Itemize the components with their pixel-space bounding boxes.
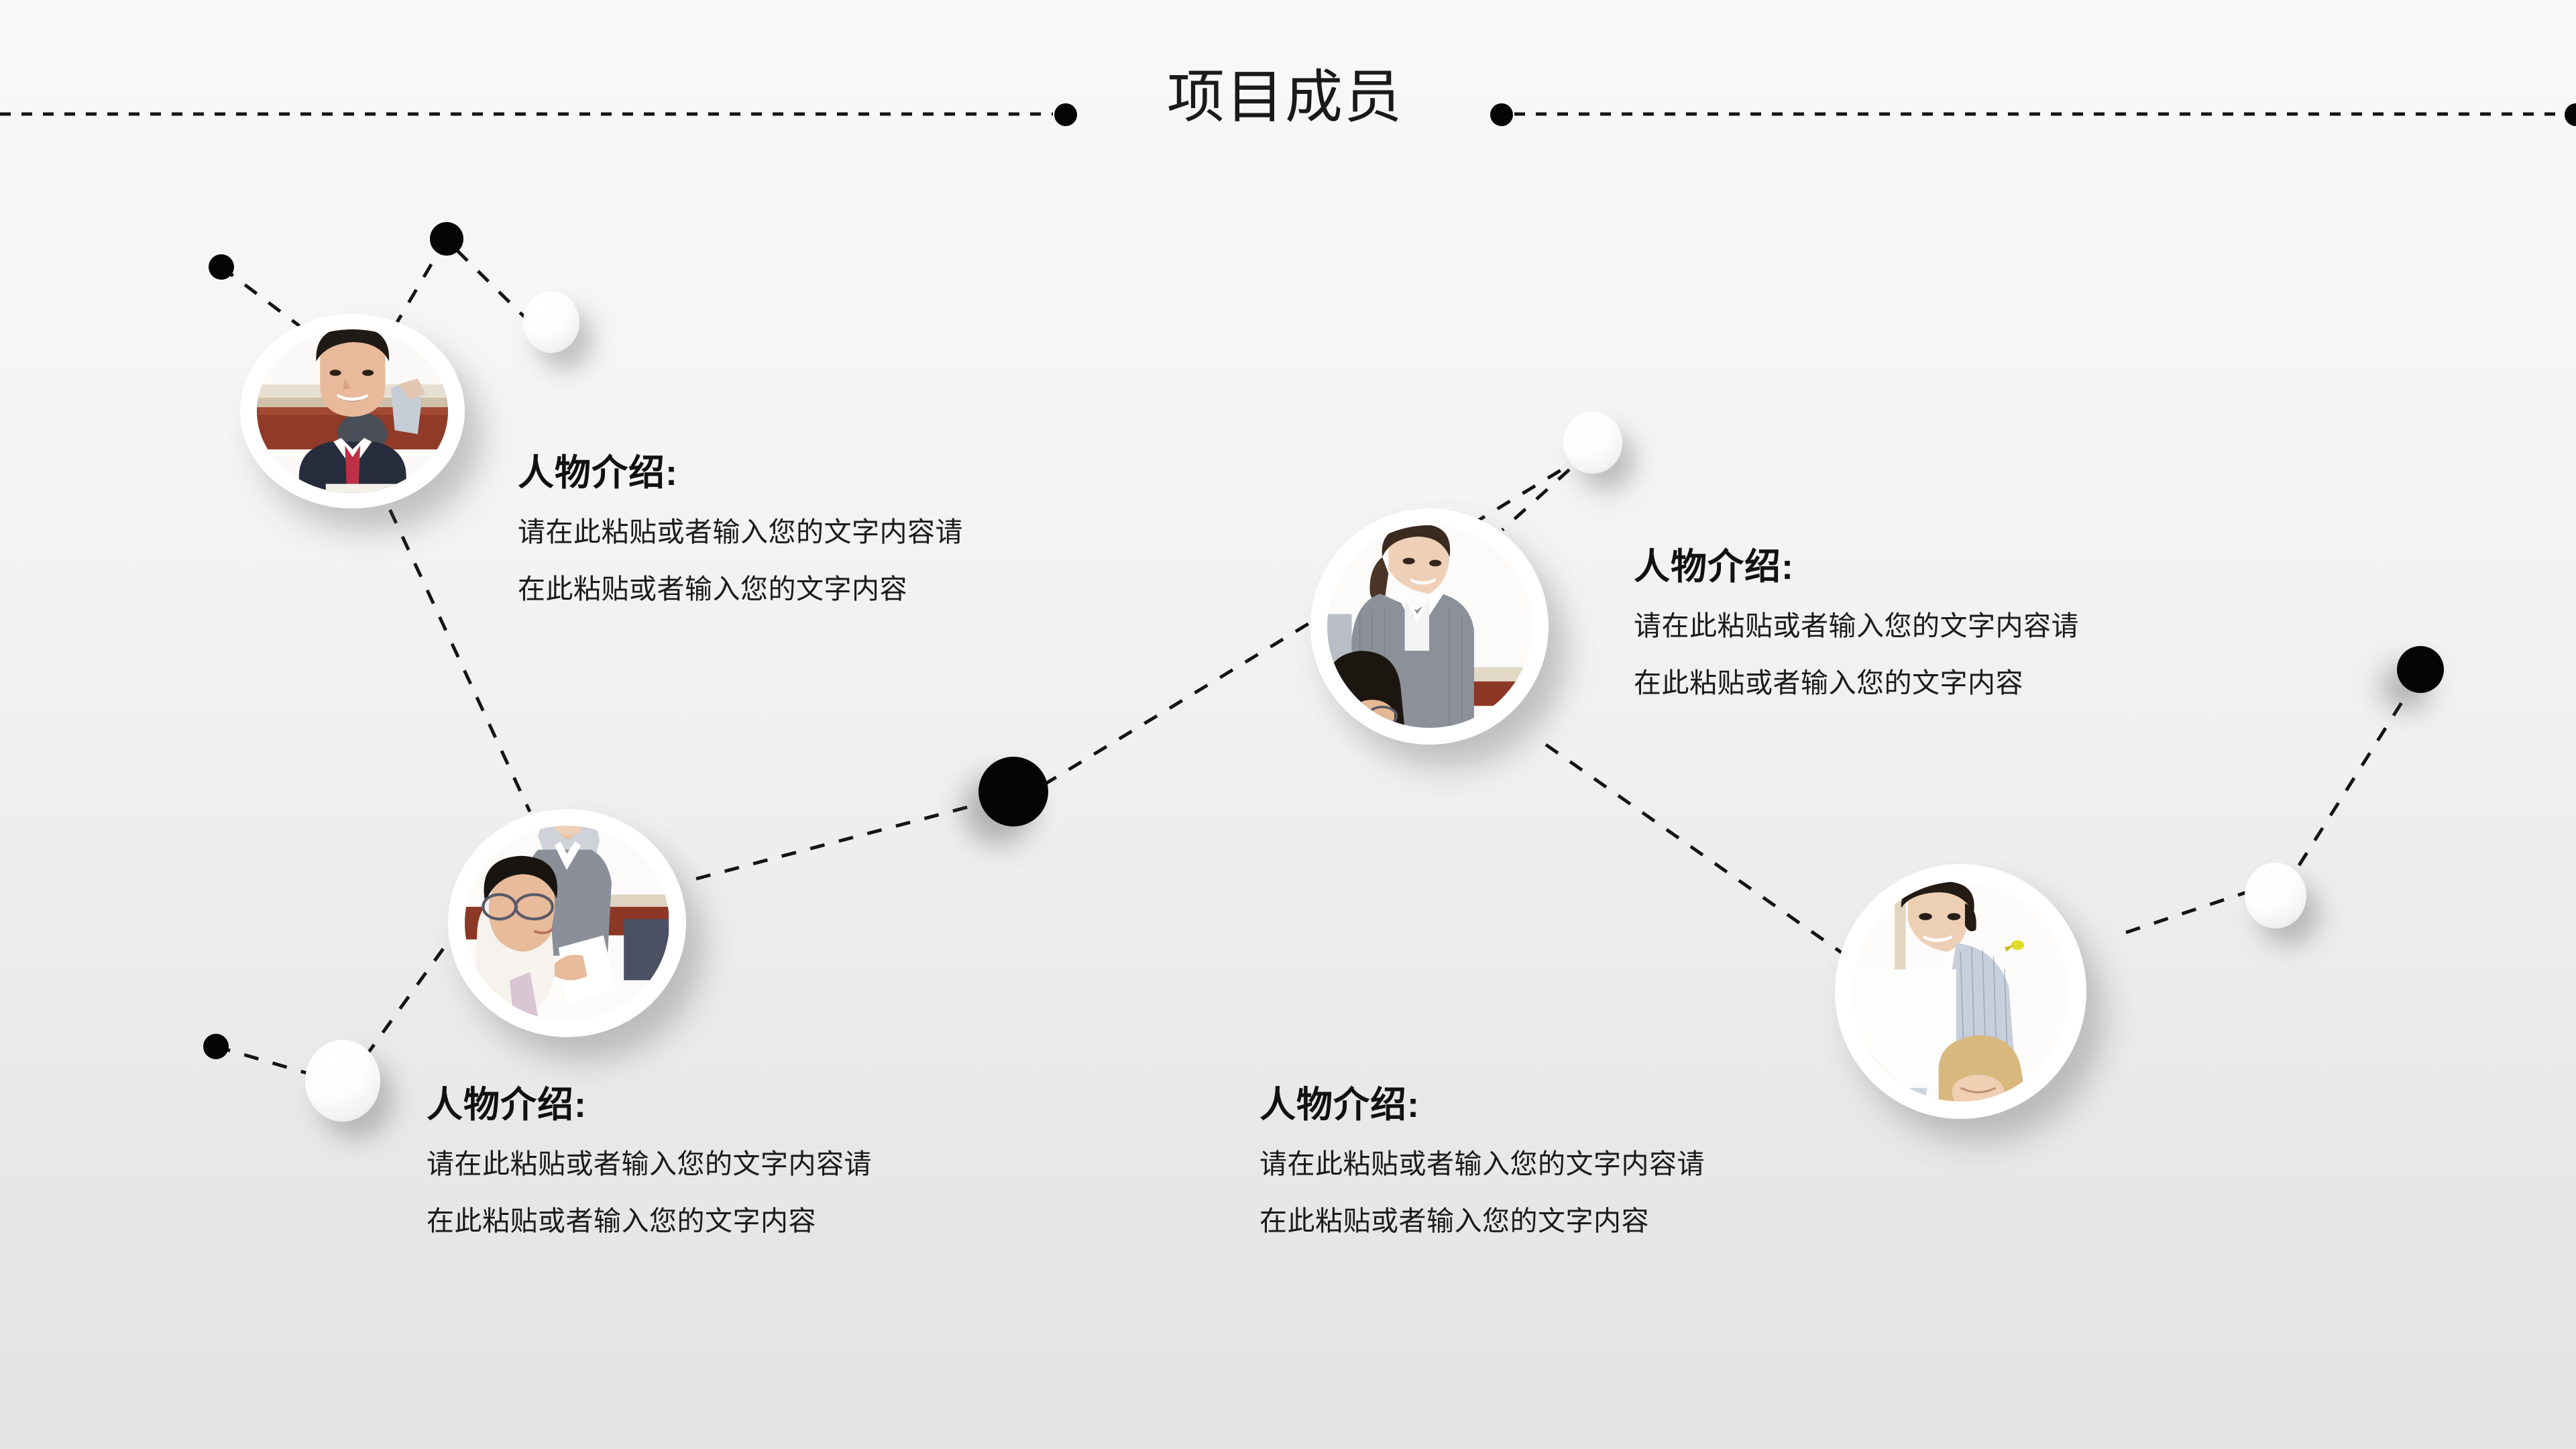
connector-farright-sphere-to-black-sphere <box>2297 690 2411 867</box>
member-2-line1: 请在此粘贴或者输入您的文字内容请 <box>427 1148 872 1179</box>
member-entry-1: 人物介绍: 请在此粘贴或者输入您的文字内容请 在此粘贴或者输入您的文字内容 <box>518 443 963 603</box>
far-right-black-sphere <box>2397 646 2444 693</box>
member-3-line1: 请在此粘贴或者输入您的文字内容请 <box>1634 610 2079 641</box>
member-entry-3: 人物介绍: 请在此粘贴或者输入您的文字内容请 在此粘贴或者输入您的文字内容 <box>1634 537 2079 697</box>
member-1-line2: 在此粘贴或者输入您的文字内容 <box>518 574 907 604</box>
title-right-dot <box>1490 103 1513 126</box>
connector-photo1-to-photo2 <box>376 482 532 813</box>
member-2-line2: 在此粘贴或者输入您的文字内容 <box>427 1205 816 1236</box>
connector-photo2-to-center-sphere <box>695 800 987 881</box>
center-large-black-sphere <box>978 757 1048 826</box>
member-3-line2: 在此粘贴或者输入您的文字内容 <box>1634 667 2023 698</box>
member-photo-4-image <box>1852 881 2069 1102</box>
connector-midright-sphere-to-photo3 <box>1501 468 1571 531</box>
connector-photo4-to-farright-sphere <box>2125 890 2247 934</box>
member-2-heading: 人物介绍: <box>427 1085 587 1125</box>
member-entry-4: 人物介绍: 请在此粘贴或者输入您的文字内容请 在此粘贴或者输入您的文字内容 <box>1259 1075 1705 1235</box>
bottom-left-small-dot <box>203 1034 229 1059</box>
member-photo-4[interactable] <box>1835 864 2086 1119</box>
member-photo-1-image <box>256 329 449 493</box>
member-photo-3[interactable] <box>1310 508 1549 745</box>
page-title: 项目成员 <box>1167 65 1403 129</box>
member-4-line1: 请在此粘贴或者输入您的文字内容请 <box>1259 1148 1705 1179</box>
title-far-right-dot <box>2565 103 2576 126</box>
title-left-dot <box>1054 103 1077 126</box>
top-left-small-dot <box>209 254 234 280</box>
member-3-heading: 人物介绍: <box>1634 547 1794 587</box>
member-1-line1: 请在此粘贴或者输入您的文字内容请 <box>518 517 963 547</box>
top-left-white-sphere <box>523 291 579 353</box>
member-4-line2: 在此粘贴或者输入您的文字内容 <box>1259 1205 1649 1236</box>
mid-right-white-sphere <box>1563 412 1622 474</box>
connector-photo3-to-photo4 <box>1545 743 1852 961</box>
far-right-white-sphere <box>2245 863 2306 928</box>
bottom-left-white-sphere <box>305 1040 380 1122</box>
member-photo-2-image <box>465 825 669 1021</box>
top-left-apex-dot <box>430 222 463 256</box>
member-entry-2: 人物介绍: 请在此粘贴或者输入您的文字内容请 在此粘贴或者输入您的文字内容 <box>427 1075 872 1235</box>
member-photo-1[interactable] <box>240 314 465 508</box>
member-photo-3-image <box>1327 525 1532 728</box>
member-photo-2[interactable] <box>448 809 686 1037</box>
member-1-heading: 人物介绍: <box>518 453 678 493</box>
member-4-heading: 人物介绍: <box>1259 1085 1420 1125</box>
